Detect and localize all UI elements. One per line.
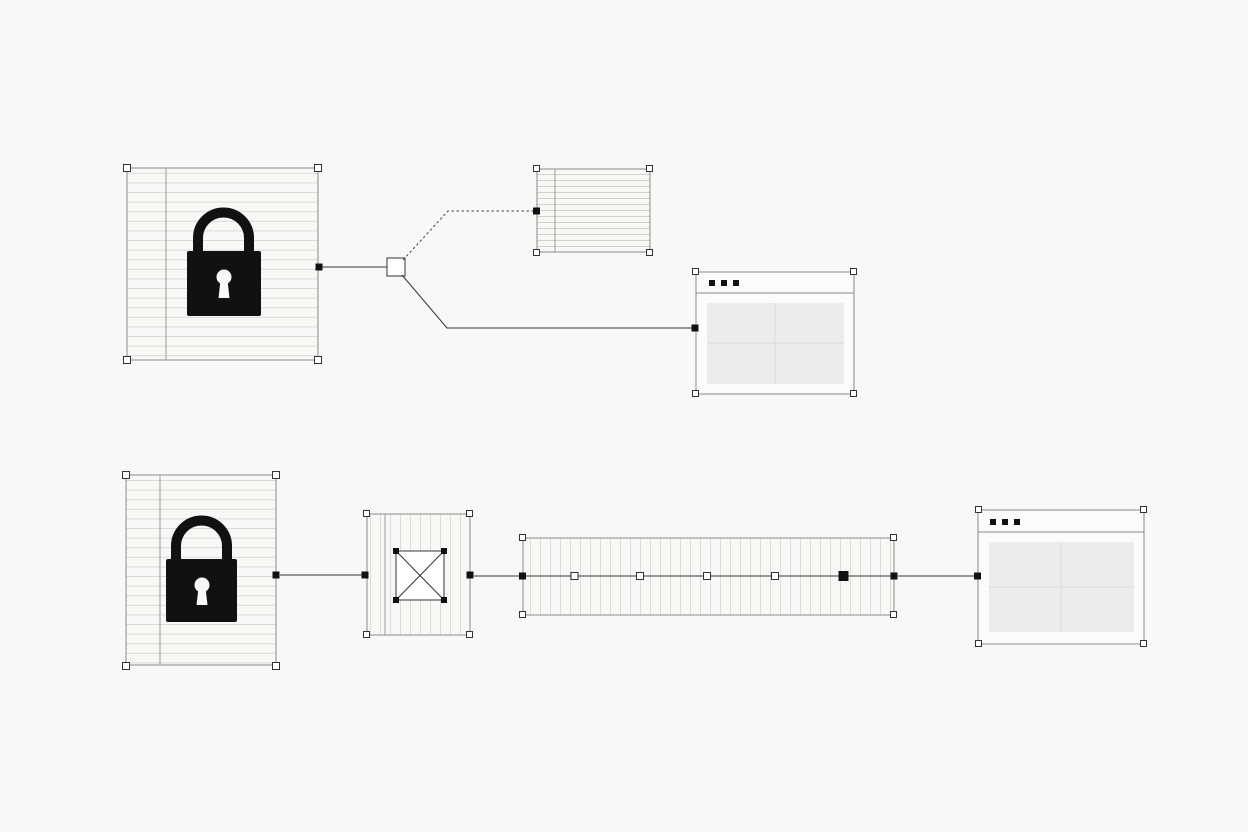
crossed-box-icon	[393, 548, 447, 603]
edge-junction-to-list	[402, 210, 536, 261]
flow-top	[123, 164, 857, 397]
lock-document-node[interactable]	[122, 471, 280, 670]
port-in	[519, 572, 526, 580]
lock-icon	[166, 515, 237, 622]
edge-junction-to-browser	[401, 274, 695, 329]
selection-handles[interactable]	[533, 165, 653, 256]
selection-handles[interactable]	[519, 534, 897, 618]
port-out	[466, 571, 474, 579]
selection-handles[interactable]	[122, 471, 280, 670]
browser-window-node[interactable]	[974, 506, 1147, 647]
port-in	[361, 571, 369, 579]
timeline-bar-node[interactable]	[519, 534, 898, 618]
port-out	[315, 263, 323, 271]
junction-node[interactable]	[386, 257, 406, 277]
port-out	[272, 571, 280, 579]
port-in	[974, 572, 981, 580]
lock-icon	[187, 207, 261, 316]
transform-box-node[interactable]	[361, 510, 474, 638]
selection-handles[interactable]	[123, 164, 322, 364]
selection-handles[interactable]	[692, 268, 857, 397]
timeline-marker-active[interactable]	[838, 571, 849, 581]
window-dots-icon	[709, 280, 739, 286]
flow-bottom	[122, 471, 1147, 670]
port-out	[890, 572, 898, 580]
list-panel-node[interactable]	[533, 165, 653, 256]
lock-document-node[interactable]	[123, 164, 322, 364]
browser-window-node[interactable]	[691, 268, 857, 397]
port-in	[533, 207, 540, 215]
port-in	[691, 324, 699, 332]
selection-handles[interactable]	[363, 510, 473, 638]
edge-lock-to-junction	[315, 263, 387, 271]
window-dots-icon	[990, 519, 1020, 525]
selection-handles[interactable]	[975, 506, 1147, 647]
timeline-markers[interactable]	[570, 572, 779, 580]
